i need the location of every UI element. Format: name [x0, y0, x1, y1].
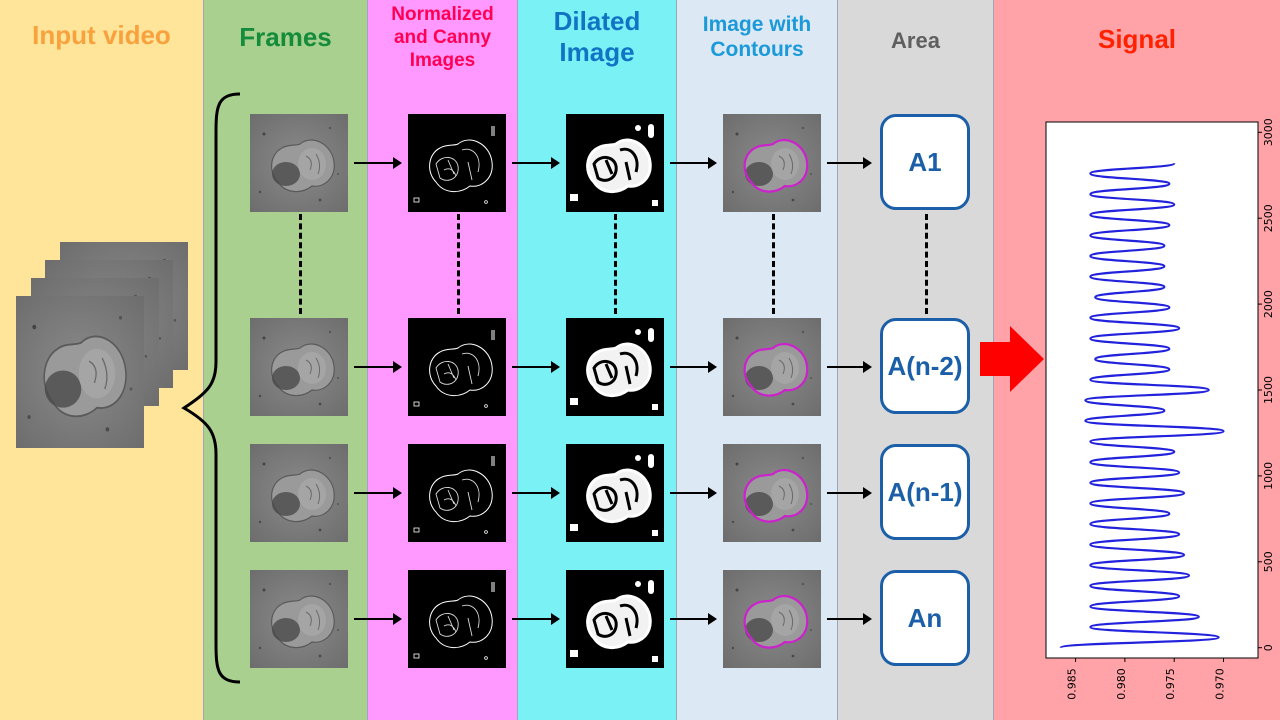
- area-box-a-n-1: A(n-1): [880, 444, 970, 540]
- flow-arrow: [670, 361, 717, 373]
- x-tick-label: 2500: [1262, 204, 1275, 232]
- canny-image-thumb: [408, 444, 506, 542]
- area-box-a1: A1: [880, 114, 970, 210]
- contour-image-thumb: [723, 570, 821, 668]
- flow-arrow: [354, 487, 402, 499]
- flow-arrow: [354, 361, 402, 373]
- area-box-a-n-2: A(n-2): [880, 318, 970, 414]
- area-box-an: An: [880, 570, 970, 666]
- flow-arrow: [670, 157, 717, 169]
- flow-arrow: [670, 613, 717, 625]
- contour-image-thumb: [723, 318, 821, 416]
- dilated-image-thumb: [566, 318, 664, 416]
- input-video-title: Input video: [32, 20, 171, 50]
- frame-thumb: [250, 570, 348, 668]
- y-tick-label: 0.980: [1115, 668, 1128, 700]
- flow-arrow: [670, 487, 717, 499]
- flow-arrow: [512, 613, 560, 625]
- x-tick-label: 500: [1262, 551, 1275, 572]
- flow-arrow: [827, 157, 872, 169]
- frame-thumb: [250, 318, 348, 416]
- canny-image-thumb: [408, 318, 506, 416]
- flow-arrow: [512, 487, 560, 499]
- flow-arrow: [512, 361, 560, 373]
- canny-image-thumb: [408, 114, 506, 212]
- y-tick-label: 0.985: [1066, 668, 1079, 700]
- x-tick-label: 2000: [1262, 290, 1275, 318]
- dilated-image-thumb: [566, 114, 664, 212]
- y-tick-label: 0.975: [1164, 668, 1177, 700]
- frames-title: Frames: [239, 22, 332, 52]
- frame-thumb: [250, 114, 348, 212]
- y-tick-label: 0.970: [1213, 668, 1226, 700]
- x-tick-label: 3000: [1262, 118, 1275, 146]
- flow-arrow: [827, 613, 872, 625]
- flow-arrow: [354, 613, 402, 625]
- contours-title: Image with Contours: [702, 13, 812, 62]
- ellipsis-connector: [925, 214, 928, 314]
- signal-chart: 0 500 1000 1500 2000 2500 3000 0.985 0.980 0.975 0…: [1045, 118, 1275, 700]
- dilated-title: Dilated Image: [553, 6, 641, 68]
- dilated-image-thumb: [566, 570, 664, 668]
- area-title: Area: [891, 28, 940, 53]
- dilated-image-thumb: [566, 444, 664, 542]
- right-arrow-icon: [980, 326, 1044, 392]
- curly-brace-icon: [181, 92, 241, 684]
- flow-arrow: [512, 157, 560, 169]
- canny-image-thumb: [408, 570, 506, 668]
- contour-image-thumb: [723, 114, 821, 212]
- x-tick-label: 1000: [1262, 462, 1275, 490]
- ellipsis-connector: [457, 214, 460, 314]
- chart-plot-area: [1045, 121, 1259, 659]
- x-tick-label: 1500: [1262, 376, 1275, 404]
- ellipsis-connector: [772, 214, 775, 314]
- x-tick-label: 0: [1262, 644, 1275, 651]
- ellipsis-connector: [299, 214, 302, 314]
- signal-title: Signal: [1097, 24, 1176, 54]
- canny-title: Normalized and Canny Images: [391, 4, 494, 71]
- signal-series-line: [1059, 162, 1225, 649]
- ellipsis-connector: [614, 214, 617, 314]
- flow-arrow: [827, 361, 872, 373]
- frame-thumb: [250, 444, 348, 542]
- flow-arrow: [354, 157, 402, 169]
- flow-arrow: [827, 487, 872, 499]
- video-frame-front: [16, 296, 144, 448]
- contour-image-thumb: [723, 444, 821, 542]
